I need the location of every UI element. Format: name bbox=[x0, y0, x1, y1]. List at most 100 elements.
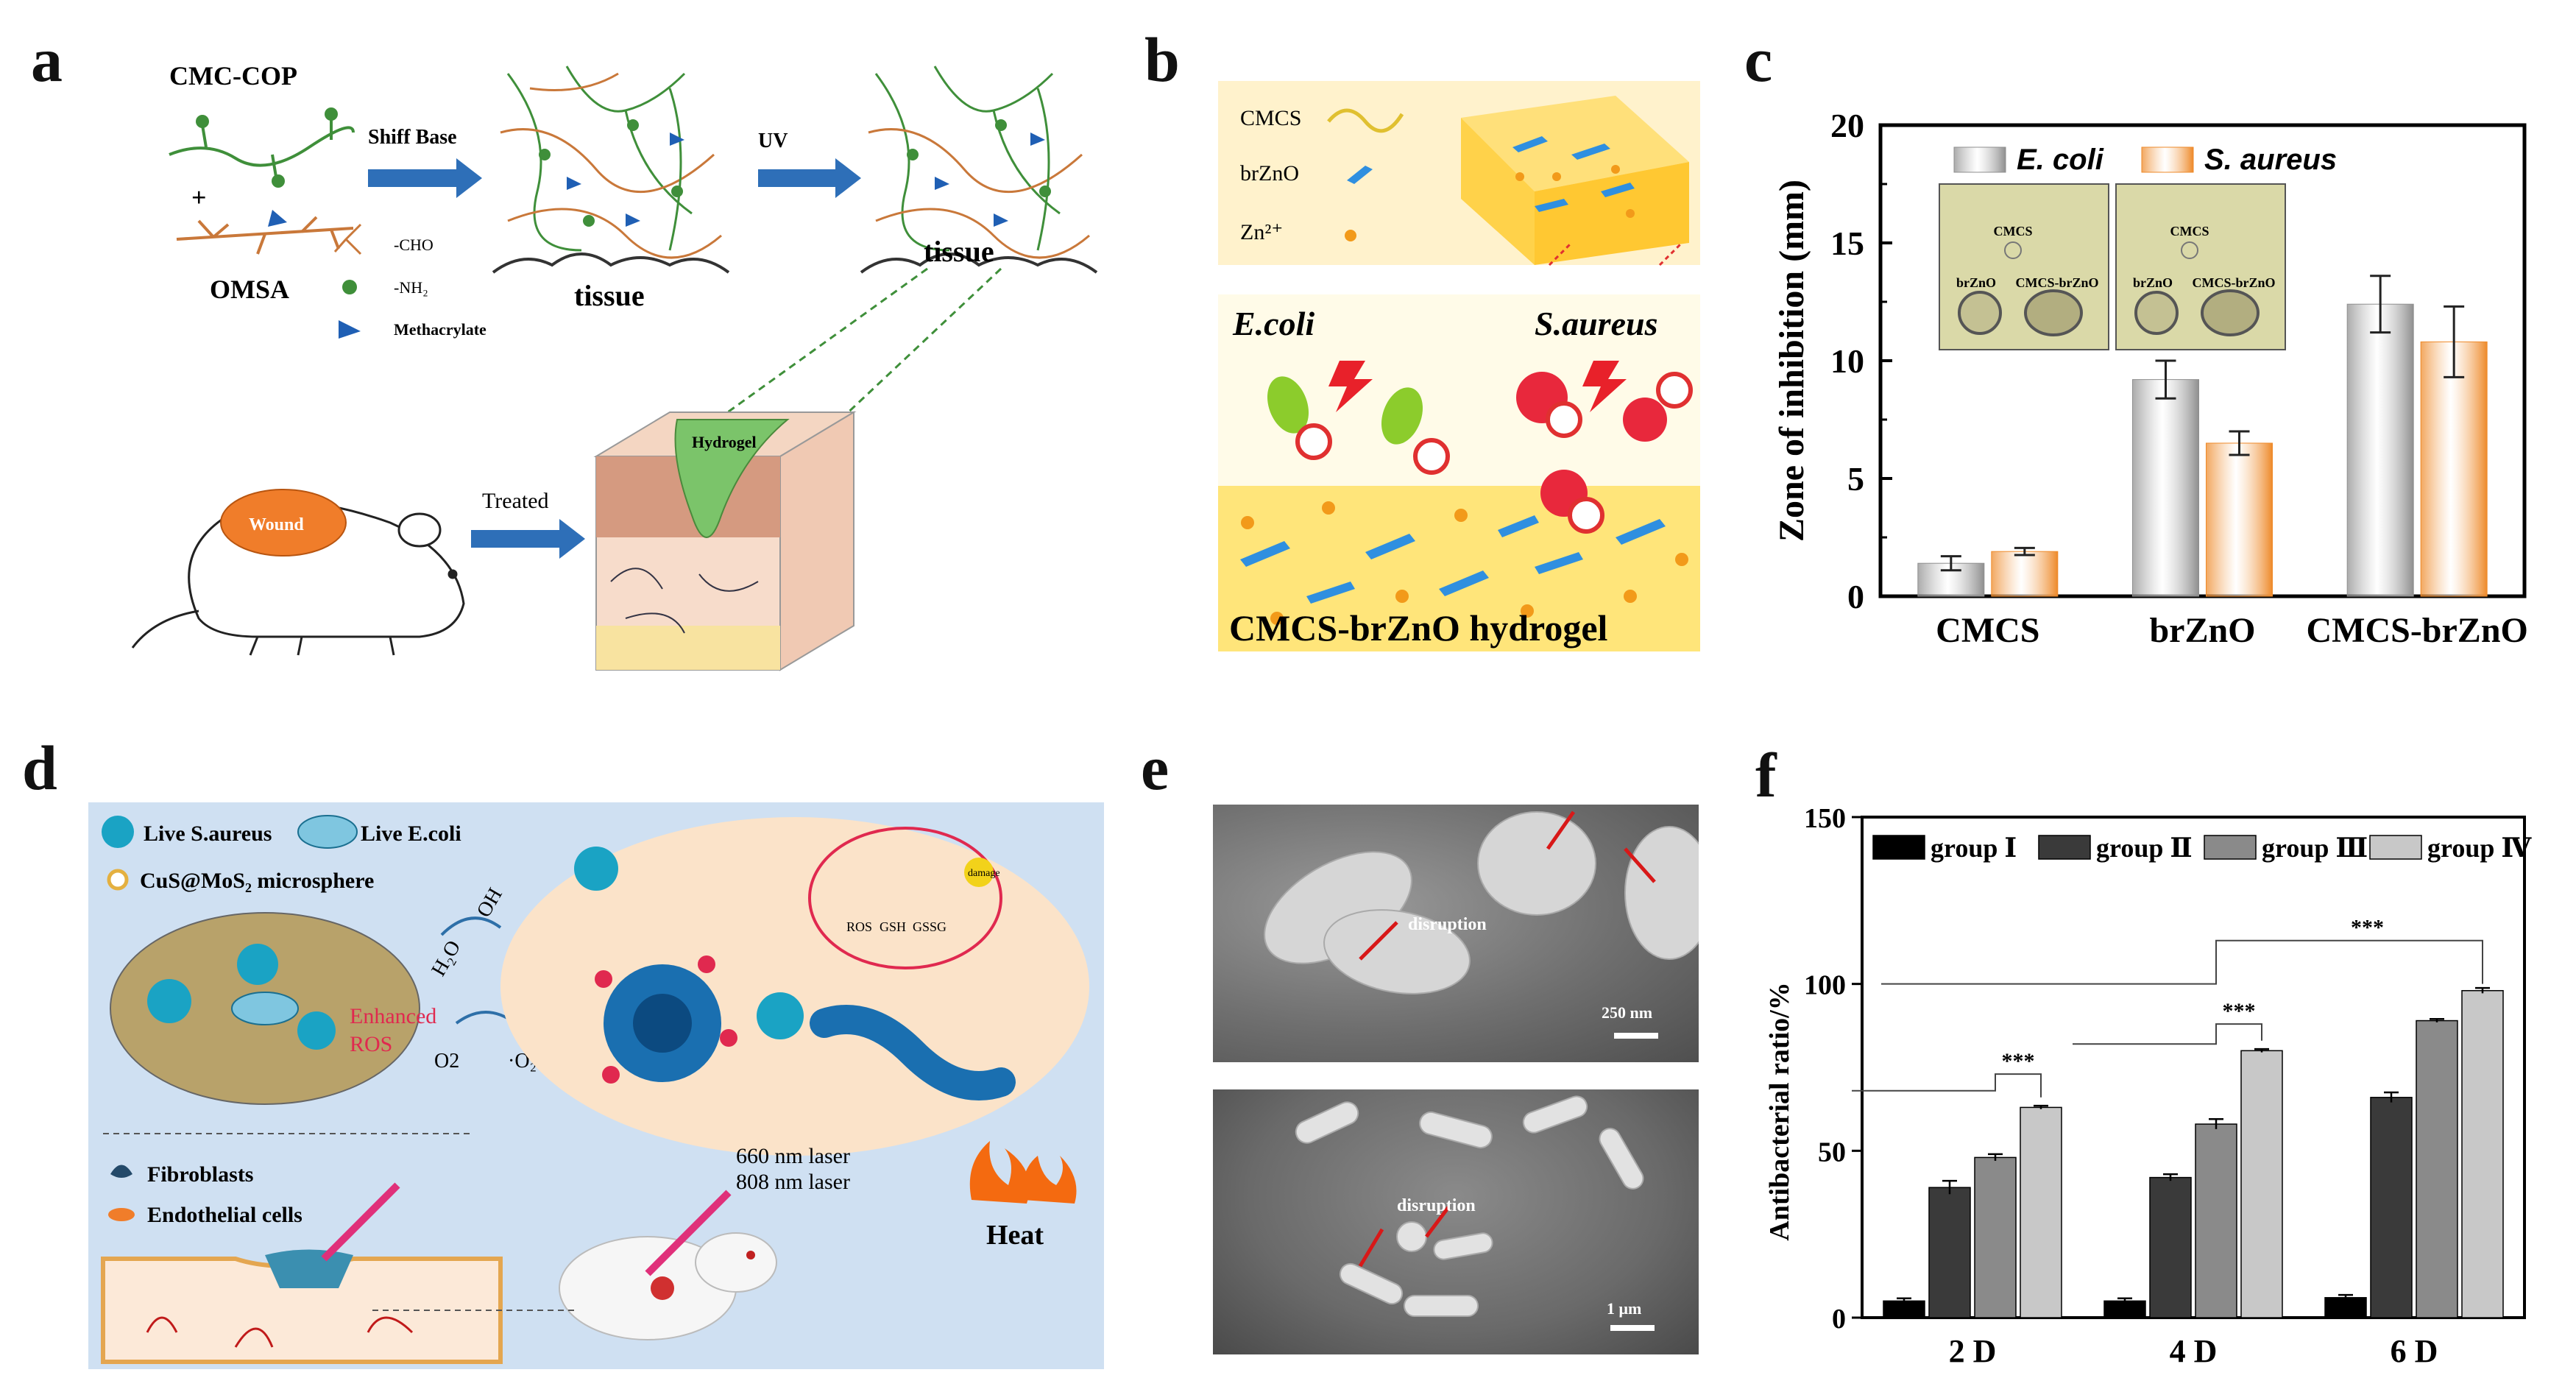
sig-bracket-0 bbox=[1852, 1073, 2042, 1098]
no-symbols bbox=[1295, 372, 1693, 534]
inset-label-cmcs-1: CMCS bbox=[2170, 224, 2209, 239]
panel-b-schematic: CMCS brZnO Zn²⁺ E.coli S.aureus bbox=[1218, 81, 1700, 651]
y-tick-label-4: 20 bbox=[1830, 107, 1864, 144]
scale-bar-top-label: 250 nm bbox=[1602, 1003, 1652, 1022]
legend-swatch-1 bbox=[2038, 835, 2091, 860]
inset-label-brzno-1: brZnO bbox=[2133, 275, 2173, 290]
legend-swatch-1 bbox=[2141, 146, 2194, 173]
sig-bracket-1 bbox=[2073, 1023, 2262, 1045]
y-axis-label: Antibacterial ratio/% bbox=[1764, 982, 1795, 1240]
y-tick-label-1: 5 bbox=[1847, 460, 1864, 498]
legend-label-2: group Ⅲ bbox=[2262, 833, 2368, 863]
legend-swatch-0 bbox=[1953, 146, 2006, 173]
y-axis-label: Zone of inhibition (mm) bbox=[1772, 180, 1811, 542]
label-enhanced: Enhanced bbox=[350, 1004, 436, 1028]
bar-3-0 bbox=[2020, 1106, 2062, 1318]
label-endothelial: Endothelial cells bbox=[147, 1203, 302, 1227]
bar-3-1 bbox=[2240, 1050, 2283, 1318]
sig-bracket-2 bbox=[1881, 939, 2483, 985]
bar-1-1 bbox=[2149, 1176, 2192, 1318]
inset-label-combo-0: CMCS-brZnO bbox=[2015, 275, 2098, 290]
legend-label-1: group Ⅱ bbox=[2096, 833, 2193, 863]
plot-frame bbox=[1861, 816, 2526, 1319]
sig-stars-1: *** bbox=[2223, 999, 2256, 1023]
panel-letter-c: c bbox=[1744, 24, 1773, 95]
network-2 bbox=[868, 66, 1090, 259]
label-cmcs-brzno-hydrogel: CMCS-brZnO hydrogel bbox=[1229, 607, 1608, 649]
label-omsa: OMSA bbox=[210, 275, 289, 304]
x-tick-label-2: CMCS-brZnO bbox=[2306, 611, 2527, 650]
bacteria-saureus bbox=[1516, 372, 1667, 517]
label-brzno: brZnO bbox=[1240, 161, 1299, 186]
label-tissue-2: tissue bbox=[924, 235, 994, 268]
label-heat: Heat bbox=[986, 1220, 1044, 1251]
legend-label-0: E. coli bbox=[2017, 144, 2104, 176]
inset-label-cmcs-0: CMCS bbox=[1994, 224, 2033, 239]
white-mouse bbox=[559, 1190, 777, 1340]
omsa-strand bbox=[176, 216, 354, 255]
label-live-saureus: Live S.aureus bbox=[144, 822, 272, 846]
x-tick-label-1: 4 D bbox=[2170, 1333, 2218, 1369]
inset-well-cmcs-0 bbox=[2004, 241, 2022, 259]
inset-well-combo-1 bbox=[2201, 289, 2260, 336]
label-zn: Zn²⁺ bbox=[1240, 220, 1283, 244]
bar-2-2 bbox=[2416, 1020, 2458, 1318]
arrow-shiff-base bbox=[368, 158, 482, 198]
panel-a-schematic: CMC-COP + OMSA Shiff Base -CHO -NH₂ Meth… bbox=[131, 61, 1098, 671]
arrow-uv bbox=[758, 158, 861, 198]
bar-1-0 bbox=[1991, 551, 2059, 597]
label-ros: ROS bbox=[350, 1032, 392, 1056]
bar-1-2 bbox=[2420, 341, 2488, 597]
label-uv: UV bbox=[758, 130, 788, 152]
y-tick-label-1: 50 bbox=[1818, 1137, 1846, 1167]
cmc-cop-strand bbox=[169, 118, 355, 177]
bacteria-ecoli bbox=[1267, 376, 1423, 445]
label-disruption-top: disruption bbox=[1408, 915, 1487, 934]
heat-flames bbox=[969, 1141, 1077, 1204]
label-ecoli: E.coli bbox=[1232, 305, 1314, 342]
label-hydrogel: Hydrogel bbox=[692, 433, 757, 451]
skin-wound-bottom bbox=[101, 1182, 503, 1364]
label-ros-tag: ROS bbox=[846, 919, 872, 934]
legend-nh2: -NH₂ bbox=[394, 278, 428, 297]
lightning bbox=[1328, 361, 1627, 412]
y-tick-label-3: 150 bbox=[1804, 803, 1846, 834]
bar-2-1 bbox=[2195, 1123, 2237, 1318]
inset-well-brzno-0 bbox=[1958, 291, 2002, 335]
network-1 bbox=[500, 66, 722, 259]
label-treated: Treated bbox=[482, 489, 549, 513]
legend-swatch-0 bbox=[1872, 835, 1925, 860]
bar-3-2 bbox=[2461, 989, 2504, 1318]
y-tick-label-3: 15 bbox=[1830, 225, 1864, 262]
label-fibroblasts: Fibroblasts bbox=[147, 1162, 253, 1187]
y-tick-label-0: 0 bbox=[1847, 578, 1864, 615]
label-cmcs: CMCS bbox=[1240, 106, 1301, 130]
label-damage: damage bbox=[968, 868, 1000, 879]
legend-label-1: S. aureus bbox=[2204, 144, 2337, 176]
x-tick-label-1: brZnO bbox=[2149, 611, 2255, 650]
label-laser-808: 808 nm laser bbox=[736, 1170, 850, 1194]
panel-letter-e: e bbox=[1141, 732, 1170, 803]
bar-2-0 bbox=[1974, 1156, 2017, 1318]
bar-0-2 bbox=[2324, 1297, 2367, 1318]
inset-well-combo-0 bbox=[2024, 289, 2083, 336]
label-o2: O2 bbox=[434, 1050, 459, 1073]
inset-label-brzno-0: brZnO bbox=[1956, 275, 1996, 290]
skin-block bbox=[593, 411, 857, 671]
legend-cho: -CHO bbox=[394, 236, 434, 254]
x-tick-label-0: CMCS bbox=[1936, 611, 2039, 650]
inset-well-brzno-1 bbox=[2134, 291, 2179, 335]
legend-label-0: group Ⅰ bbox=[1931, 833, 2017, 863]
label-shiff-base: Shiff Base bbox=[368, 126, 457, 149]
label-tissue-1: tissue bbox=[574, 279, 645, 312]
legend-swatch-2 bbox=[2204, 835, 2257, 860]
label-cmc-cop: CMC-COP bbox=[169, 61, 297, 91]
x-tick-label-2: 6 D bbox=[2391, 1333, 2438, 1369]
x-tick-label-0: 2 D bbox=[1949, 1333, 1997, 1369]
sem-image-top: disruption 250 nm bbox=[1213, 805, 1714, 1062]
inset-label-combo-1: CMCS-brZnO bbox=[2192, 275, 2275, 290]
label-live-ecoli: Live E.coli bbox=[361, 822, 461, 846]
legend-methacrylate: Methacrylate bbox=[394, 320, 486, 339]
panel-letter-d: d bbox=[22, 732, 57, 803]
